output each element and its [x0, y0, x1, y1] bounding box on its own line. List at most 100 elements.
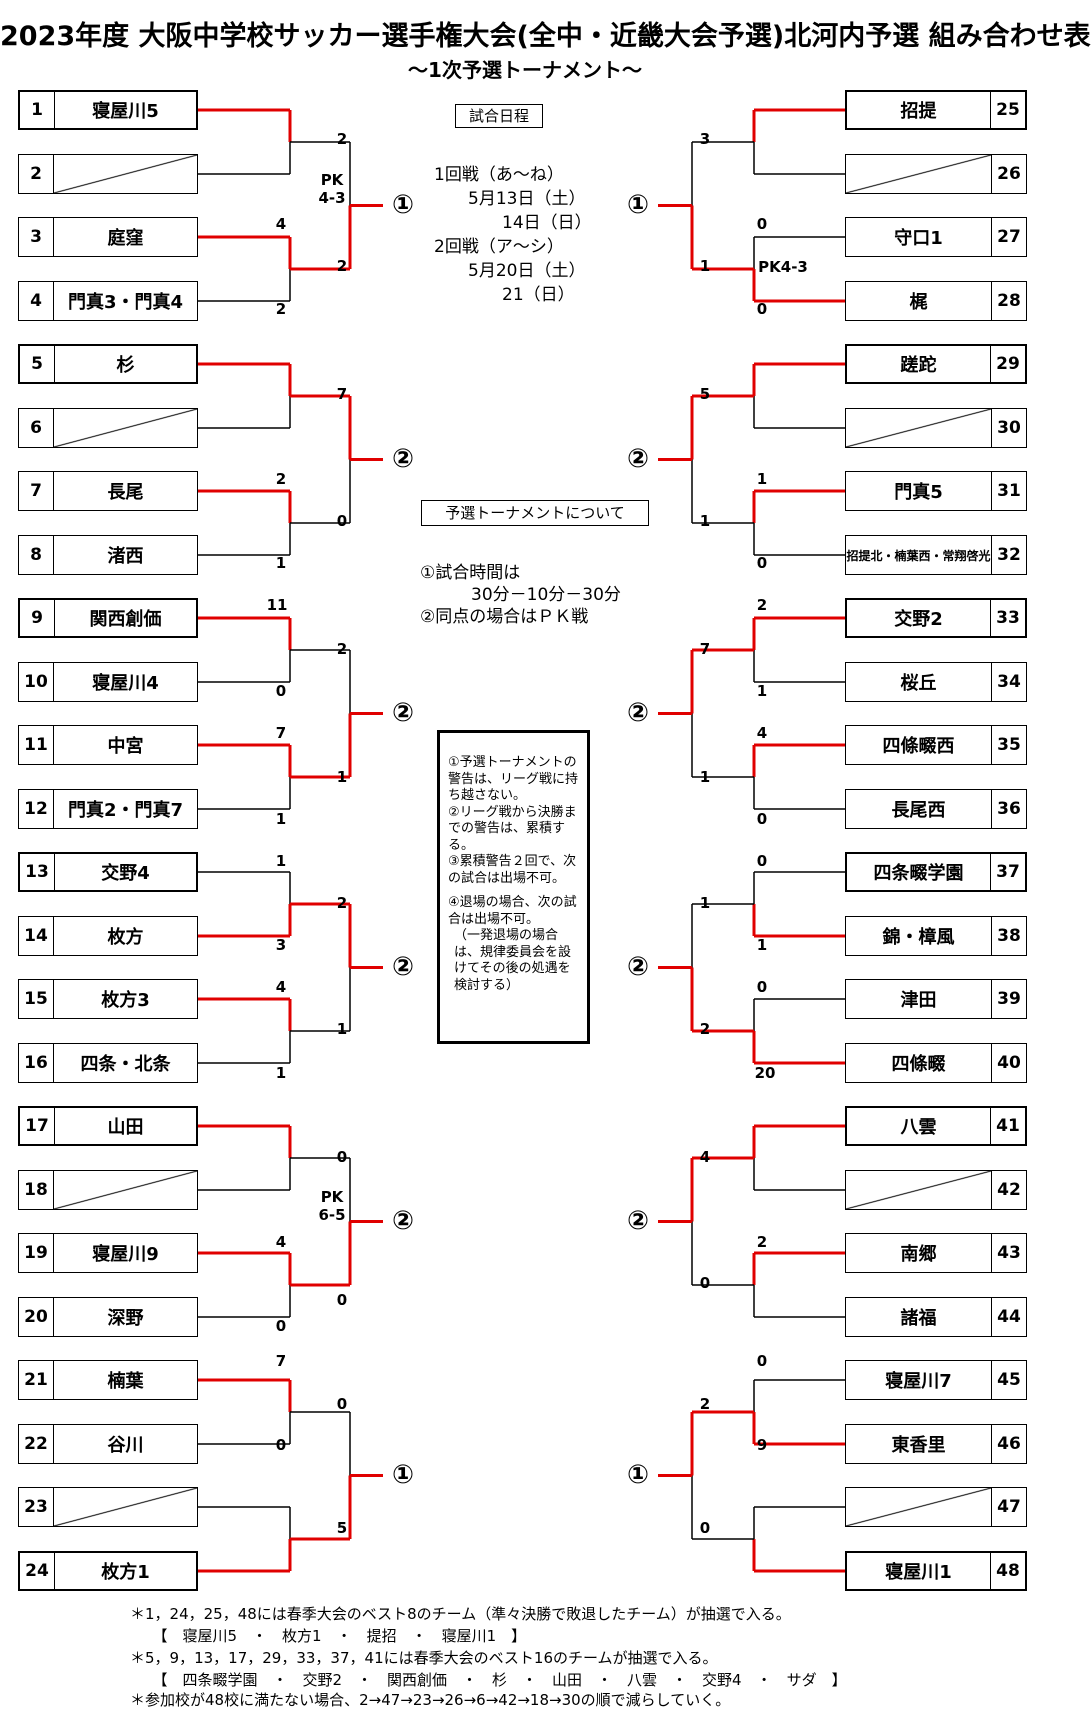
team-name: 枚方: [107, 927, 144, 948]
footnote: ＊1，24，25，48には春季大会のベスト8のチーム（準々決勝で敗退したチーム）…: [130, 1605, 791, 1623]
team-number: 47: [991, 1488, 1026, 1526]
team-name: 寝屋川5: [92, 101, 159, 122]
match-score: 3: [699, 130, 711, 148]
match-score: 20: [754, 1064, 776, 1082]
bye-marker: [54, 1171, 197, 1209]
bye-marker: [846, 1488, 991, 1526]
match-score: 2: [699, 1020, 711, 1038]
team-number: 2: [19, 155, 54, 193]
team-name: 津田: [900, 990, 937, 1011]
bye-marker: [54, 1488, 197, 1526]
round-marker: ①: [391, 190, 414, 221]
match-score: 0: [756, 810, 768, 828]
match-score: 0: [699, 1274, 711, 1292]
team-number: 36: [991, 790, 1026, 828]
bye-slot: 26: [845, 154, 1027, 194]
pk-result: PK4-3: [758, 258, 808, 276]
match-score: 0: [336, 1291, 348, 1309]
match-score: 4: [275, 1233, 287, 1251]
team-number: 11: [19, 726, 54, 764]
page-title: 2023年度 大阪中学校サッカー選手権大会(全中・近畿大会予選)北河内予選 組み…: [0, 21, 1091, 52]
match-score: 1: [699, 768, 711, 786]
match-score: 2: [756, 1233, 768, 1251]
bye-marker: [54, 155, 197, 193]
match-score: 0: [275, 682, 287, 700]
match-score: 4: [756, 724, 768, 742]
bye-slot: 2: [18, 154, 198, 194]
team-number: 12: [19, 790, 54, 828]
notice-item: ④退場の場合、次の試合は出場不可。: [448, 895, 577, 927]
footnote: 【 四条畷学園 ・ 交野2 ・ 関西創価 ・ 杉 ・ 山田 ・ 八雲 ・ 交野4…: [130, 1671, 847, 1689]
team-name: 長尾西: [891, 800, 946, 821]
rules-text: ①試合時間は 30分－10分－30分 ②同点の場合はＰＫ戦: [420, 563, 621, 627]
team-number: 30: [991, 409, 1026, 447]
team-number: 23: [19, 1488, 54, 1526]
match-score: 4: [699, 1148, 711, 1166]
match-score: 1: [756, 470, 768, 488]
team-number: 10: [19, 663, 54, 701]
match-score: 1: [756, 936, 768, 954]
team-number: 3: [19, 218, 54, 256]
match-score: 5: [699, 385, 711, 403]
match-score: 2: [336, 894, 348, 912]
match-score: 2: [275, 470, 287, 488]
team-number: 46: [991, 1425, 1026, 1463]
match-score: 2: [756, 596, 768, 614]
team-number: 45: [991, 1361, 1026, 1399]
match-score: 2: [275, 300, 287, 318]
team-number: 29: [990, 346, 1025, 382]
bracket-lines: [198, 108, 845, 1573]
team-number: 34: [991, 663, 1026, 701]
team-name: 門真2・門真7: [67, 800, 184, 821]
team-name: 錦・樟風: [882, 927, 955, 948]
footnote: ＊5，9，13，17，29，33，37，41には春季大会のベスト16のチームが抽…: [130, 1649, 718, 1667]
match-score: 2: [699, 1395, 711, 1413]
team-number: 25: [990, 92, 1025, 128]
match-score: 1: [275, 852, 287, 870]
bye-slot: 18: [18, 1170, 198, 1210]
match-score: 11: [266, 596, 288, 614]
match-score: 0: [756, 215, 768, 233]
team-name: 関西創価: [89, 609, 162, 630]
match-score: 0: [275, 1317, 287, 1335]
team-name: 深野: [107, 1308, 144, 1329]
team-name: 梶: [909, 292, 928, 313]
match-score: 0: [756, 1352, 768, 1370]
round-marker: ①: [626, 1460, 649, 1491]
team-name: 庭窪: [107, 228, 144, 249]
team-number: 22: [19, 1425, 54, 1463]
match-score: 7: [699, 640, 711, 658]
team-number: 42: [991, 1171, 1026, 1209]
bye-slot: 6: [18, 408, 198, 448]
match-score: 1: [275, 810, 287, 828]
round-marker: ②: [626, 444, 649, 475]
team-name: 枚方1: [101, 1562, 150, 1583]
team-number: 44: [991, 1298, 1026, 1336]
warning-notice: ①予選トーナメントの警告は、リーグ戦に持ち越さない。 ②リーグ戦から決勝までの警…: [437, 730, 590, 1044]
team-name: 長尾: [107, 482, 144, 503]
team-number: 8: [19, 536, 54, 574]
team-number: 48: [990, 1553, 1025, 1589]
footnote: 【 寝屋川5 ・ 枚方1 ・ 提招 ・ 寝屋川1 】: [130, 1627, 527, 1645]
round-marker: ②: [626, 1206, 649, 1237]
round-marker: ①: [391, 1460, 414, 1491]
match-score: 0: [336, 1148, 348, 1166]
team-number: 15: [19, 980, 54, 1018]
team-number: 18: [19, 1171, 54, 1209]
round-marker: ②: [391, 952, 414, 983]
team-number: 1: [20, 92, 55, 128]
